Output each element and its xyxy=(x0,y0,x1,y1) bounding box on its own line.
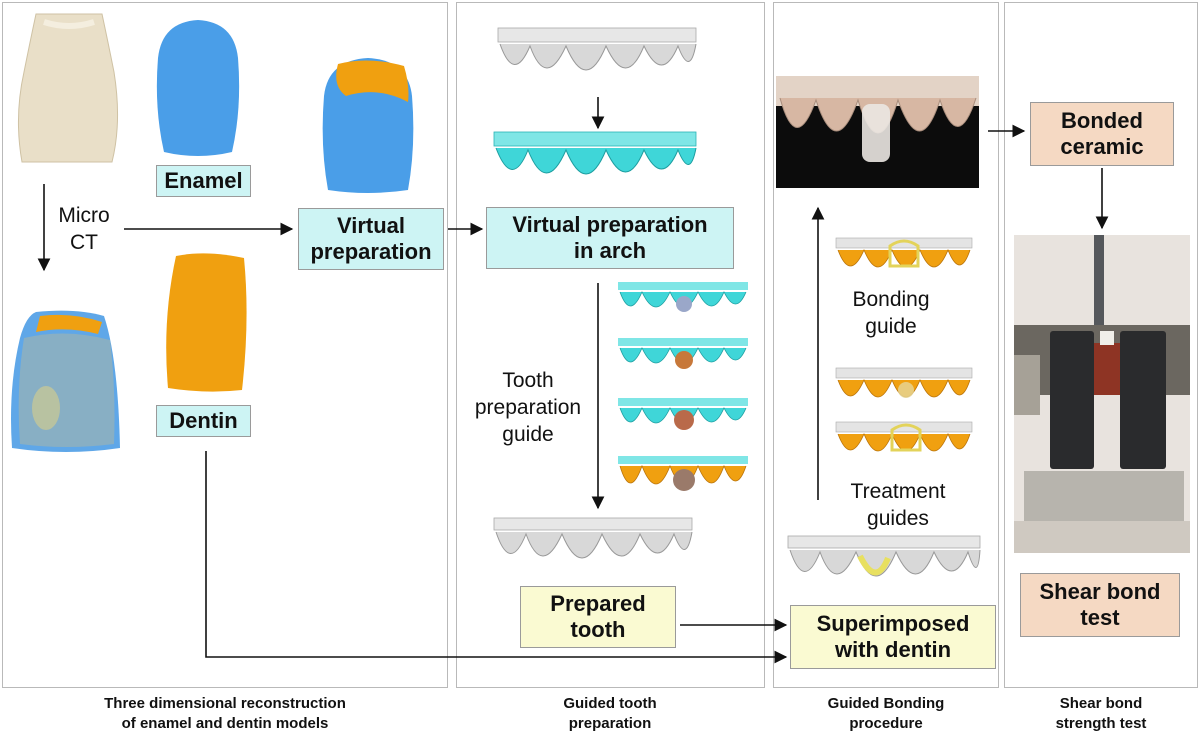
label-bonded-ceramic: Bonded ceramic xyxy=(1030,102,1174,166)
caption-guided-tooth-preparation: Guided tooth preparation xyxy=(563,695,657,732)
tooth-prep-guide-1-image xyxy=(618,282,748,312)
arch-gray-top-image xyxy=(497,27,697,71)
label-micro-ct: Micro CT xyxy=(58,204,110,254)
micro-ct-scan-image xyxy=(11,310,120,452)
tooth-prep-guide-3-image xyxy=(618,398,748,430)
bonding-guide-image xyxy=(835,237,973,268)
treatment-guide-1-image xyxy=(835,367,973,398)
bonded-ceramic-photo xyxy=(776,76,979,188)
label-dentin: Dentin xyxy=(156,405,251,437)
label-prepared-tooth: Prepared tooth xyxy=(520,586,676,648)
label-virtual-preparation: Virtual preparation xyxy=(298,208,444,270)
label-superimposed-with-dentin: Superimposed with dentin xyxy=(790,605,996,669)
label-enamel: Enamel xyxy=(156,165,251,197)
superimposed-arch-image xyxy=(787,535,981,577)
tooth-prep-guide-2-image xyxy=(618,338,748,369)
treatment-guide-2-image xyxy=(835,421,973,452)
enamel-dentin-overlay-image xyxy=(322,58,414,193)
tooth-prep-guide-4-image xyxy=(618,456,748,491)
arch-cyan-virtual-prep-image xyxy=(493,131,697,175)
arch-gray-prepared-image xyxy=(493,517,693,559)
label-virtual-preparation-in-arch: Virtual preparation in arch xyxy=(486,207,734,269)
label-shear-bond-test: Shear bond test xyxy=(1020,573,1180,637)
label-bonding-guide: Bonding guide xyxy=(852,288,930,338)
shear-bond-test-photo xyxy=(1014,235,1190,553)
caption-shear-bond-strength: Shear bond strength test xyxy=(1055,695,1147,732)
natural-tooth-image xyxy=(17,13,119,163)
dentin-model-image xyxy=(166,253,247,392)
caption-guided-bonding: Guided Bonding procedure xyxy=(827,695,945,732)
label-tooth-preparation-guide: Tooth preparation guide xyxy=(474,369,582,446)
enamel-model-image xyxy=(156,20,240,156)
label-treatment-guides: Treatment guides xyxy=(850,480,946,530)
caption-3d-reconstruction: Three dimensional reconstruction of enam… xyxy=(104,695,346,732)
